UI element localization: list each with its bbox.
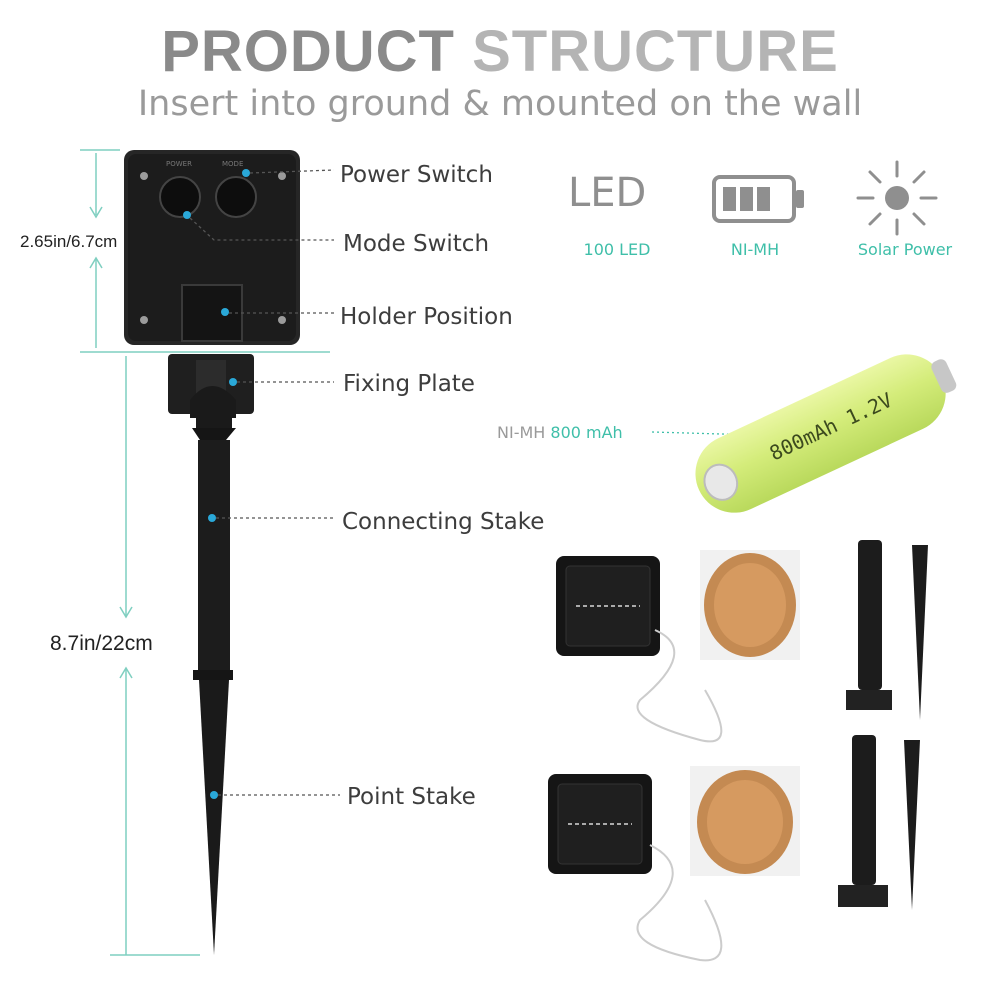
power-button-print: POWER [166,160,192,168]
label-fixing-plate: Fixing Plate [343,371,475,397]
caption-100-led: 100 LED [583,240,651,259]
mode-button-print: MODE [222,160,244,168]
label-holder-position: Holder Position [340,304,513,330]
label-connecting-stake: Connecting Stake [342,509,545,535]
label-power-switch: Power Switch [340,162,493,188]
kit-2 [548,735,920,962]
label-mode-switch: Mode Switch [343,231,490,257]
page-title: PRODUCT STRUCTURE [0,18,1000,85]
battery-type: NI-MH [497,423,546,442]
sun-icon [856,160,938,236]
battery-icon [712,175,804,223]
battery-spec-label: NI-MH 800 mAh [497,423,623,442]
led-text-icon: LED [568,170,647,216]
battery-capacity: 800 mAh [550,423,623,442]
caption-ni-mh: NI-MH [730,240,780,259]
title-word-product: PRODUCT [161,19,455,84]
height-stake-label: 8.7in/22cm [50,632,153,655]
label-point-stake: Point Stake [347,784,476,810]
mode-button-icon [215,176,257,218]
caption-solar-power: Solar Power [857,240,953,259]
point-stake [199,680,229,955]
power-button-icon [159,176,201,218]
kit-1 [556,540,928,743]
connecting-stake [198,440,230,672]
page-subtitle: Insert into ground & mounted on the wall [137,84,863,124]
height-top-label: 2.65in/6.7cm [20,232,118,251]
title-word-structure: STRUCTURE [472,19,839,84]
